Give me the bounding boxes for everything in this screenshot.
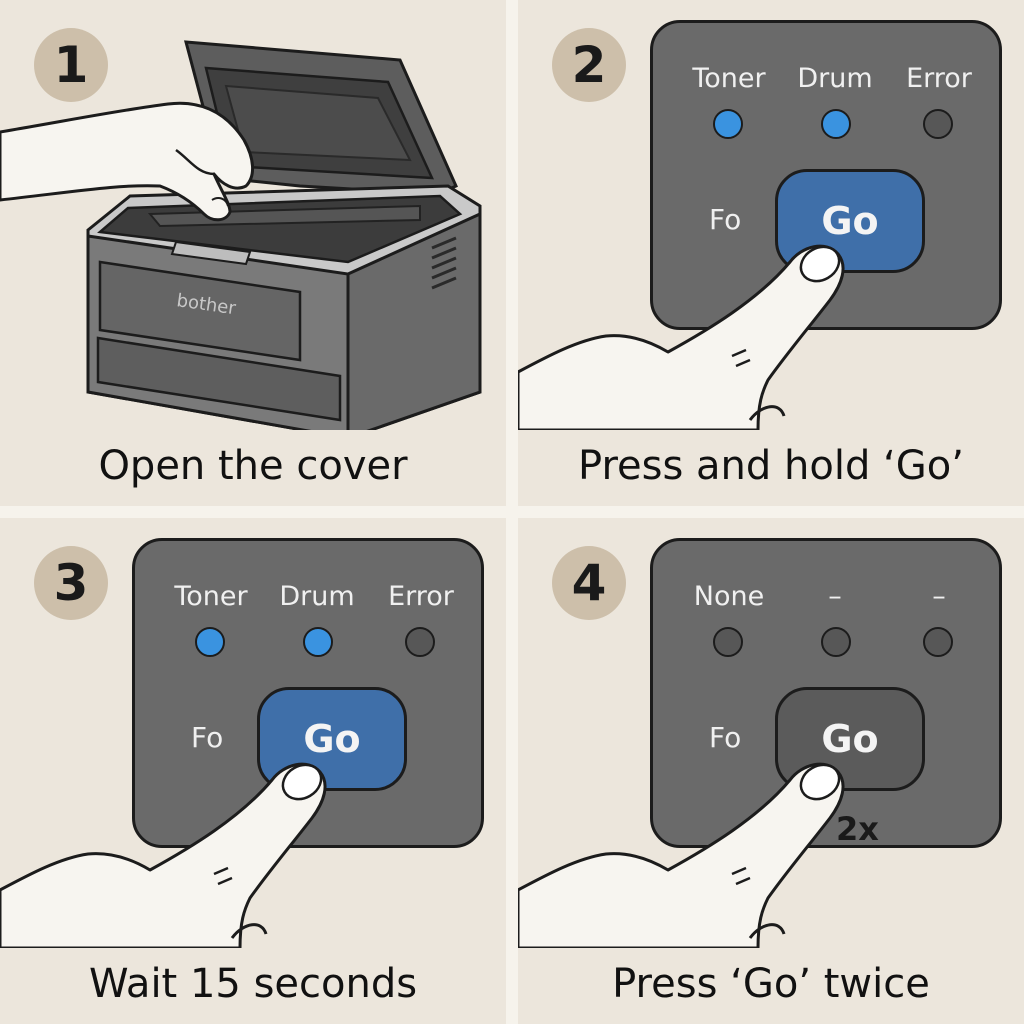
step-4-panel: 4 None – – Fo Go 2x Press ‘Go’ twice <box>518 518 1024 1024</box>
toner-light-label: Toner <box>174 581 248 612</box>
press-count-label: 2x <box>836 810 879 848</box>
drum-light-label: Drum <box>797 63 873 94</box>
step-caption: Press and hold ‘Go’ <box>578 443 964 489</box>
pointing-hand <box>518 244 845 430</box>
toner-led <box>713 109 743 139</box>
printer-illustration: bother <box>0 40 482 430</box>
step-2-panel: 2 Toner Drum Error Fo Go Press and hold … <box>518 0 1024 506</box>
fo-label: Fo <box>709 721 742 754</box>
drum-led <box>821 109 851 139</box>
dash-light-label: – <box>932 581 946 612</box>
printer-body <box>86 184 482 430</box>
second-led <box>821 627 851 657</box>
none-light-label: None <box>693 581 765 612</box>
drum-led <box>303 627 333 657</box>
step-caption: Press ‘Go’ twice <box>612 961 930 1007</box>
error-led <box>923 109 953 139</box>
fo-label: Fo <box>191 721 224 754</box>
step-1-panel: 1 bother <box>0 0 506 506</box>
first-led <box>713 627 743 657</box>
step-number-badge: 1 <box>34 28 108 102</box>
pointing-hand <box>518 762 845 948</box>
step-caption: Wait 15 seconds <box>88 961 418 1007</box>
printer-control-panel: Toner Drum Error Fo Go <box>132 538 484 848</box>
error-led <box>405 627 435 657</box>
step-number-badge: 2 <box>552 28 626 102</box>
hand-illustration <box>0 101 254 222</box>
fo-label: Fo <box>709 203 742 236</box>
step-number-badge: 4 <box>552 546 626 620</box>
error-light-label: Error <box>388 581 454 612</box>
pointing-hand <box>0 762 327 948</box>
third-led <box>923 627 953 657</box>
toner-led <box>195 627 225 657</box>
step-3-panel: 3 Toner Drum Error Fo Go Wait 15 seconds <box>0 518 506 1024</box>
step-number-badge: 3 <box>34 546 108 620</box>
error-light-label: Error <box>906 63 972 94</box>
drum-light-label: Drum <box>279 581 355 612</box>
step-caption: Open the cover <box>98 443 408 489</box>
toner-light-label: Toner <box>692 63 766 94</box>
dash-light-label: – <box>828 581 842 612</box>
